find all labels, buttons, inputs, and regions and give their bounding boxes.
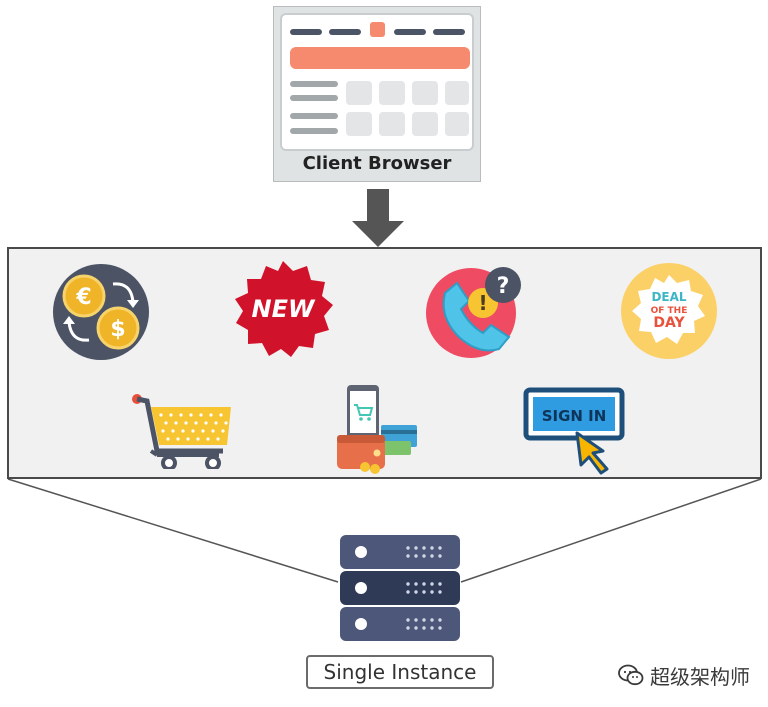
new-badge-icon: NEW <box>235 261 333 357</box>
client-browser-label: Client Browser <box>302 153 452 174</box>
euro-symbol: € <box>75 285 91 310</box>
new-badge-text: NEW <box>252 295 316 323</box>
deal-of-the-day-icon: DEAL OF THE DAY <box>621 263 717 359</box>
day-text: DAY <box>653 315 685 331</box>
watermark: 超级架构师 <box>618 660 750 690</box>
of-the-text: OF THE <box>651 306 688 316</box>
services-panel: € $ NEW ! ? DEAL OF THE DAY <box>7 247 762 479</box>
single-instance-label: Single Instance <box>306 655 494 689</box>
currency-exchange-icon: € $ <box>53 264 149 360</box>
browser-window-icon <box>280 13 474 151</box>
watermark-text: 超级架构师 <box>650 664 750 689</box>
down-arrow-icon <box>352 189 404 247</box>
server-stack-icon <box>340 535 460 641</box>
sign-in-icon[interactable]: SIGN IN <box>523 387 629 487</box>
deal-text: DEAL <box>651 290 686 304</box>
shopping-cart-icon <box>132 394 231 469</box>
mobile-wallet-payment-icon <box>337 385 417 474</box>
question-mark: ? <box>497 274 510 299</box>
phone-support-icon: ! ? <box>426 267 521 358</box>
sign-in-text: SIGN IN <box>542 407 607 425</box>
client-browser: Client Browser <box>273 6 481 182</box>
dollar-symbol: $ <box>110 317 125 342</box>
exclaim-mark: ! <box>478 291 487 315</box>
wechat-icon <box>618 664 644 686</box>
